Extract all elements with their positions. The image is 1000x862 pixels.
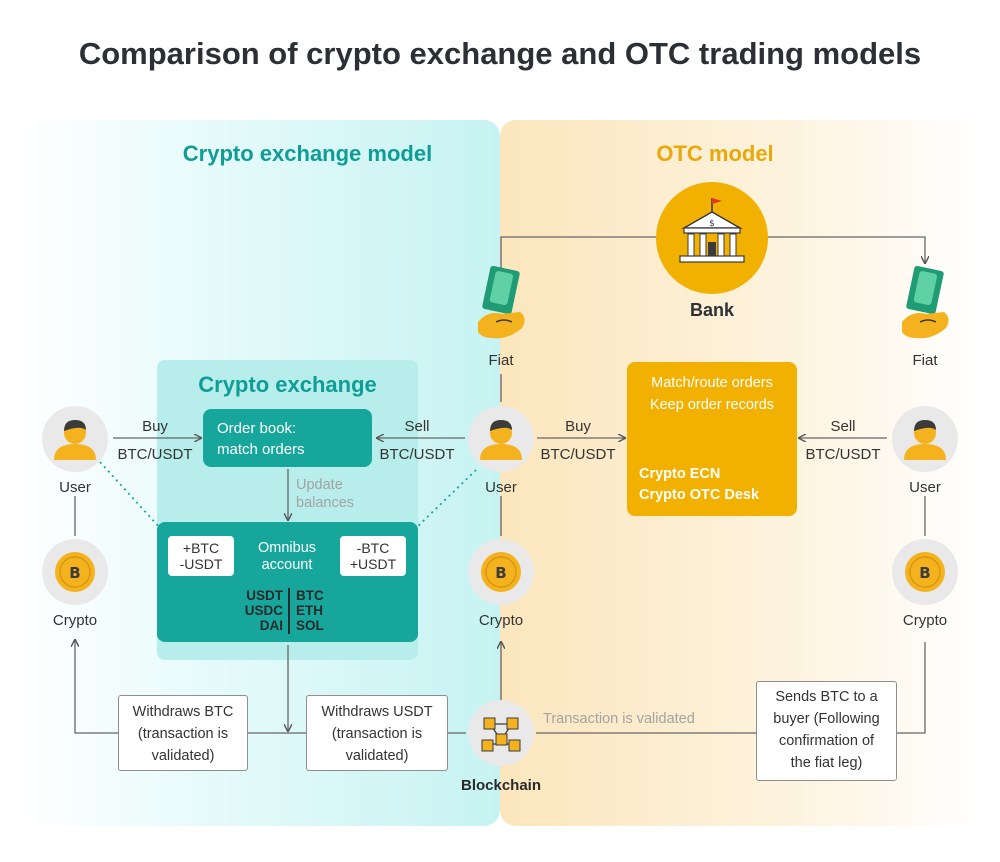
user-icon (54, 420, 96, 460)
crypto-exchange-model-heading: Crypto exchange model (182, 141, 433, 166)
blockchain-icon (481, 717, 521, 752)
right-crypto-label: Crypto (902, 612, 948, 629)
svg-text:B: B (69, 564, 80, 582)
otc-function-1: Match/route orders (651, 375, 773, 391)
right-chip-line-1: -BTC (356, 540, 390, 556)
center-user-circle (468, 406, 534, 472)
sends-btc-line-2: buyer (Following (773, 711, 880, 727)
right-sell-pair: BTC/USDT (805, 446, 881, 463)
sends-btc-line-1: Sends BTC to a (775, 689, 878, 705)
svg-text:$: $ (709, 219, 715, 229)
asset-usdt: USDT (246, 588, 283, 603)
bitcoin-coin-icon: B (481, 552, 521, 592)
otc-names: Crypto ECN Crypto OTC Desk (639, 464, 759, 506)
withdraws-usdt-note: Withdraws USDT (transaction is validated… (306, 695, 448, 771)
asset-dai: DAI (259, 618, 283, 633)
omnibus-assets-divider (288, 588, 290, 634)
center-sell-pair: BTC/USDT (379, 446, 455, 463)
omnibus-right-chip: -BTC +USDT (340, 536, 406, 576)
right-fiat-label: Fiat (912, 352, 938, 369)
svg-text:B: B (495, 564, 506, 582)
arrow-bank-fiat-right (768, 236, 925, 263)
omnibus-label-line-1: Omnibus (257, 540, 317, 556)
order-book-box: Order book: match orders (203, 409, 372, 467)
cash-hand-icon (478, 266, 525, 339)
bank-circle: $ (656, 182, 768, 294)
omnibus-left-chip: +BTC -USDT (168, 536, 234, 576)
left-buy-pair: BTC/USDT (117, 446, 193, 463)
svg-text:B: B (919, 564, 930, 582)
withdraw-btc-line-3: validated) (151, 748, 215, 764)
transaction-validated-label: Transaction is validated (543, 711, 695, 727)
otc-model-heading: OTC model (656, 141, 774, 166)
omnibus-label: Omnibus account (242, 540, 332, 574)
sends-btc-line-3: confirmation of (778, 733, 875, 749)
center-fiat-label: Fiat (488, 352, 514, 369)
sends-btc-line-4: the fiat leg) (790, 755, 863, 771)
otc-function-2: Keep order records (649, 397, 775, 413)
withdraws-btc-note: Withdraws BTC (transaction is validated) (118, 695, 248, 771)
withdraw-usdt-line-2: (transaction is (331, 726, 423, 742)
user-icon (480, 420, 522, 460)
left-buy-label: Buy (142, 418, 168, 435)
asset-btc: BTC (296, 588, 324, 603)
update-balances-line-1: Update (296, 477, 343, 493)
right-sell-label: Sell (830, 418, 856, 435)
otc-name-desk: Crypto OTC Desk (639, 487, 760, 503)
sends-btc-note: Sends BTC to a buyer (Following confirma… (756, 681, 897, 781)
line-right-crypto-send (897, 642, 926, 734)
left-chip-line-1: +BTC (182, 540, 220, 556)
omnibus-assets-left: USDT USDC DAI (227, 588, 283, 633)
bitcoin-coin-icon: B (905, 552, 945, 592)
omnibus-account-box: +BTC -USDT Omnibus account -BTC +USDT US… (157, 522, 418, 642)
crypto-exchange-heading: Crypto exchange (198, 372, 377, 397)
asset-eth: ETH (296, 603, 323, 618)
page-title: Comparison of crypto exchange and OTC tr… (78, 36, 922, 71)
center-crypto-circle: B (468, 539, 534, 605)
bank-icon: $ (679, 198, 745, 263)
otc-name-ecn: Crypto ECN (639, 466, 721, 482)
omnibus-label-line-2: account (261, 557, 313, 573)
withdraw-btc-line-1: Withdraws BTC (132, 704, 234, 720)
update-balances-label: Update balances (296, 476, 354, 512)
otc-buy-pair: BTC/USDT (540, 446, 616, 463)
left-user-circle (42, 406, 108, 472)
left-crypto-circle: B (42, 539, 108, 605)
right-user-circle (892, 406, 958, 472)
center-crypto-label: Crypto (478, 612, 524, 629)
left-user-label: User (59, 479, 91, 496)
user-icon (904, 420, 946, 460)
bank-label: Bank (689, 300, 734, 320)
otc-buy-label: Buy (565, 418, 591, 435)
update-balances-line-2: balances (296, 495, 355, 511)
bitcoin-coin-icon: B (55, 552, 95, 592)
right-user-label: User (909, 479, 941, 496)
order-book-line-2: match orders (217, 441, 305, 458)
otc-functions: Match/route orders Keep order records (627, 372, 797, 416)
asset-usdc: USDC (244, 603, 283, 618)
otc-desk-box: Match/route orders Keep order records Cr… (627, 362, 797, 516)
center-user-label: User (485, 479, 517, 496)
asset-sol: SOL (296, 618, 324, 633)
dotted-center-user-omnibus (415, 469, 477, 529)
right-chip-line-2: +USDT (349, 556, 397, 572)
omnibus-assets-right: BTC ETH SOL (296, 588, 352, 633)
left-crypto-label: Crypto (52, 612, 98, 629)
arrow-withdraw-btc-to-crypto (75, 640, 118, 734)
blockchain-circle (468, 700, 534, 766)
center-sell-label: Sell (404, 418, 430, 435)
cash-hand-icon (902, 266, 949, 339)
blockchain-label: Blockchain (460, 777, 542, 794)
right-crypto-circle: B (892, 539, 958, 605)
withdraw-btc-line-2: (transaction is (137, 726, 229, 742)
order-book-line-1: Order book: (217, 420, 297, 437)
left-chip-line-2: -USDT (179, 556, 223, 572)
withdraw-usdt-line-1: Withdraws USDT (321, 704, 433, 720)
withdraw-usdt-line-3: validated) (345, 748, 409, 764)
